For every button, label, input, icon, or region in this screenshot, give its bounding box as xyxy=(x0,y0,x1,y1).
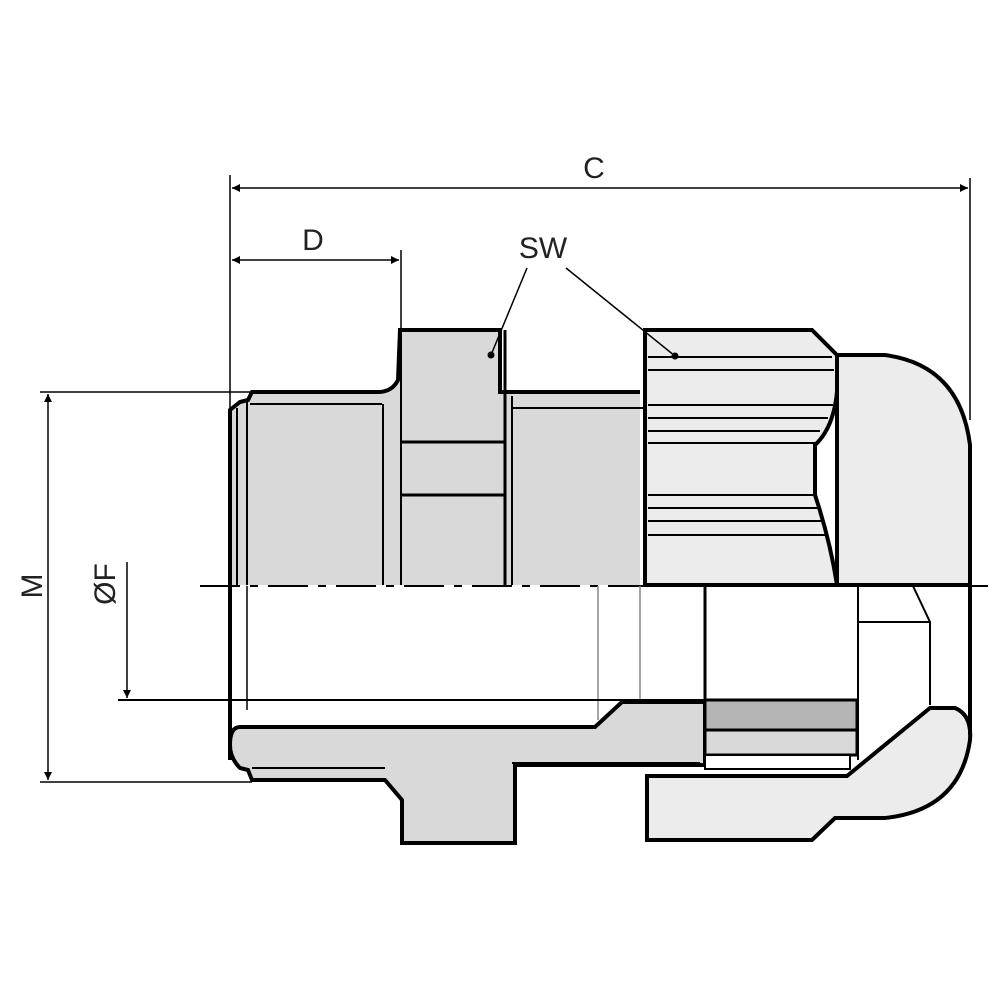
thread-section xyxy=(230,330,640,585)
dome-nut xyxy=(643,328,840,587)
body-section xyxy=(227,700,707,845)
lower-section-view xyxy=(118,585,973,845)
upper-exterior-view xyxy=(228,328,972,587)
nut-section xyxy=(645,706,973,842)
sw-leader-dot-1 xyxy=(487,351,495,359)
dimension-label-sw: SW xyxy=(519,232,568,265)
sw-leader-dot-2 xyxy=(671,352,679,360)
seal-insert xyxy=(703,698,859,732)
dimension-label-f: ØF xyxy=(89,563,122,605)
dimension-label-d: D xyxy=(302,224,324,257)
dimension-label-m: M xyxy=(16,574,49,599)
dimension-lines xyxy=(40,175,971,783)
seal-cap xyxy=(835,353,972,587)
dimension-label-c: C xyxy=(583,152,605,185)
